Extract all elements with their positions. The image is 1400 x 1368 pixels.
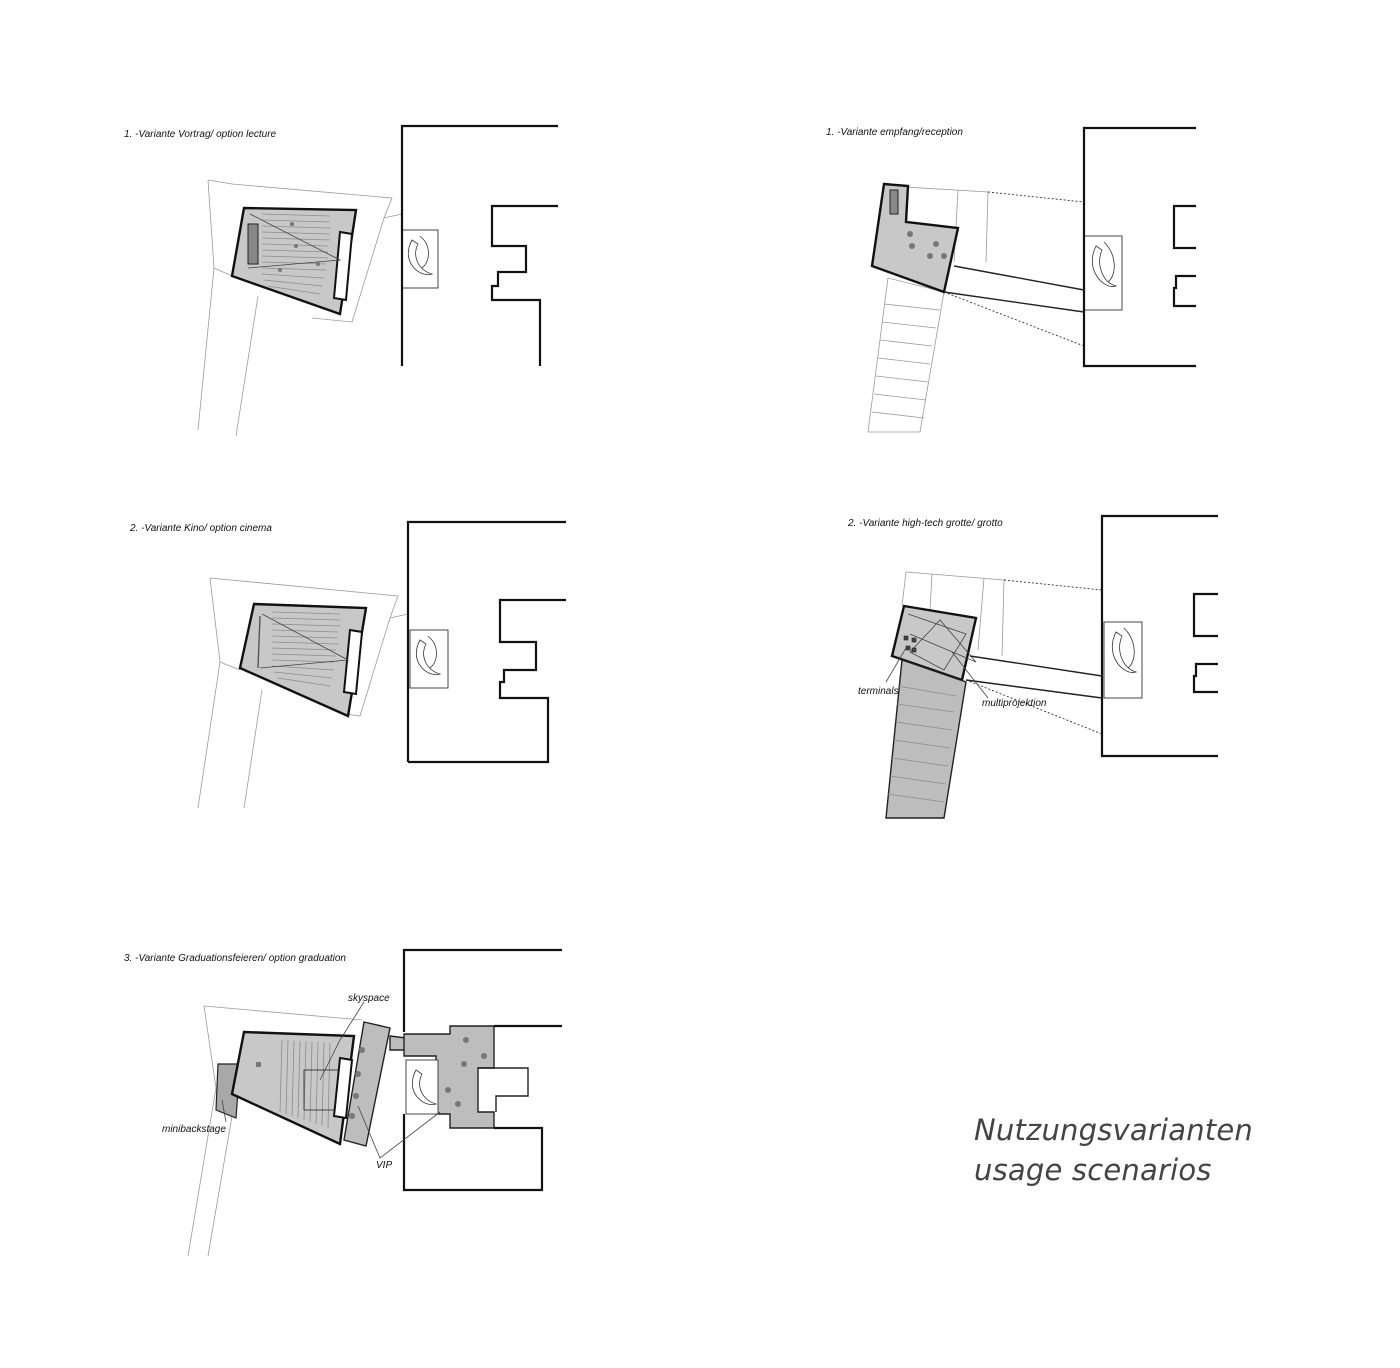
panel-reception: 1. -Variante empfang/reception: [826, 126, 1196, 433]
panel-grotto-caption: 2. -Variante high-tech grotte/ grotto: [847, 518, 1003, 529]
vip-corridor: [343, 1021, 391, 1147]
lecture-building-wall: [400, 124, 558, 366]
lecture-stair: [401, 229, 439, 289]
panel-reception-caption: 1. -Variante empfang/reception: [826, 127, 963, 138]
lecture-context: [197, 179, 403, 437]
lecture-hall: [230, 206, 358, 316]
label-multiprojektion: multiprojektion: [982, 698, 1047, 709]
panel-lecture-caption: 1. -Variante Vortrag/ option lecture: [124, 129, 277, 140]
cinema-building-courtyard: [408, 598, 566, 764]
graduation-context: [187, 1005, 363, 1257]
panel-cinema: 2. -Variante Kino/ option cinema: [129, 520, 566, 809]
panel-lecture: 1. -Variante Vortrag/ option lecture: [124, 124, 558, 437]
graduation-stair: [405, 1059, 439, 1115]
grotto-ramp-steps: [887, 685, 957, 803]
label-minibackstage: minibackstage: [162, 1124, 226, 1135]
cinema-context: [197, 577, 409, 809]
cinema-building-wall: [406, 520, 566, 762]
sheet-title-line2: usage scenarios: [974, 1153, 1212, 1187]
grotto-stair: [1103, 621, 1143, 699]
grotto-building-wall: [1100, 514, 1218, 758]
panel-graduation: 3. -Variante Graduationsfeieren/ option …: [124, 948, 562, 1257]
reception-stair: [1083, 235, 1123, 311]
panel-cinema-caption: 2. -Variante Kino/ option cinema: [129, 523, 272, 534]
reception-context: [867, 185, 989, 433]
grotto-ramp: [885, 659, 967, 819]
lecture-building-courtyard: [490, 204, 558, 366]
reception-building-wall: [1082, 126, 1196, 368]
label-terminals: terminals: [858, 686, 899, 697]
graduation-building-wall: [402, 948, 562, 1032]
panel-graduation-caption: 3. -Variante Graduationsfeieren/ option …: [124, 953, 346, 964]
cinema-seat-rows: [271, 611, 341, 687]
label-skyspace: skyspace: [348, 993, 390, 1004]
reception-hall: [870, 182, 960, 294]
sheet-title: Nutzungsvarianten usage scenarios: [974, 1110, 1253, 1190]
label-vip: VIP: [376, 1160, 392, 1171]
panel-grotto: 2. -Variante high-tech grotte/ grotto: [847, 514, 1218, 819]
sheet-title-line1: Nutzungsvarianten: [974, 1113, 1253, 1147]
